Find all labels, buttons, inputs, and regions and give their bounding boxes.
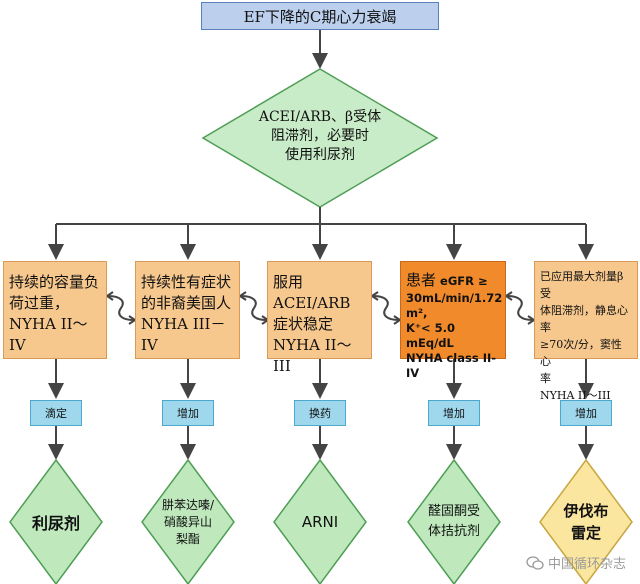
condition-5-line-2: 体阻滞剂，静息心率 [540, 304, 628, 334]
connector-1-2 [105, 291, 137, 325]
decision-line-2: 阻滞剂，必要时 [271, 128, 369, 144]
result-3-text: ARNI [278, 500, 362, 544]
action-box-1: 滴定 [30, 400, 82, 426]
condition-3-line-3: NYHA II～III [273, 336, 352, 375]
action-5-label: 增加 [575, 407, 597, 420]
condition-5-line-5: NYHA II～III [540, 389, 611, 402]
title-box: EF下降的C期心力衰竭 [201, 2, 439, 30]
action-4-label: 增加 [443, 407, 465, 420]
result-4-line-2: 体拮抗剂 [427, 524, 480, 539]
action-box-2: 增加 [162, 400, 214, 426]
action-2-label: 增加 [177, 407, 199, 420]
action-box-4: 增加 [428, 400, 480, 426]
condition-box-4: 患者 eGFR ≥ 30mL/min/1.72 m², K⁺< 5.0 mEq/… [400, 261, 506, 380]
condition-2-line-2: 的非裔美国人 [141, 294, 232, 312]
result-1-text: 利尿剂 [14, 500, 98, 544]
condition-3-line-2: 症状稳定 [273, 315, 334, 333]
result-2-text: 肼苯达嗪/ 硝酸异山 梨酯 [146, 492, 230, 552]
condition-box-3: 服用ACEI/ARB 症状稳定 NYHA II～III [267, 261, 372, 375]
condition-4-prefix: 患者 [406, 271, 437, 289]
result-3-line-1: ARNI [301, 513, 339, 531]
result-diamond-2 [141, 458, 235, 584]
condition-3-line-1: 服用ACEI/ARB [273, 273, 351, 312]
watermark-text: 中国循环杂志 [547, 557, 626, 572]
title-text: EF下降的C期心力衰竭 [243, 7, 397, 26]
condition-1-line-3: NYHA II～IV [9, 315, 88, 354]
result-diamond-4 [407, 458, 501, 584]
condition-1-line-1: 持续的容量负 [9, 273, 100, 291]
result-diamond-1 [9, 458, 103, 584]
condition-box-2: 持续性有症状 的非裔美国人 NYHA III－IV [135, 261, 240, 359]
result-1-line-1: 利尿剂 [31, 514, 80, 533]
condition-5-line-3: ≥70次/分，窦性心 [540, 338, 622, 368]
decision-line-1: ACEI/ARB、β受体 [258, 109, 382, 125]
condition-box-1: 持续的容量负 荷过重， NYHA II～IV [3, 261, 107, 359]
action-box-3: 换药 [294, 400, 346, 426]
result-4-text: 醛固酮受 体拮抗剂 [412, 498, 496, 546]
result-4-line-1: 醛固酮受 [427, 504, 480, 519]
action-1-label: 滴定 [45, 407, 67, 420]
connector-3-4 [370, 291, 402, 325]
condition-4-line-1: eGFR ≥ [440, 274, 488, 288]
condition-5-line-1: 已应用最大剂量β受 [540, 270, 624, 300]
result-diamond-3 [273, 458, 367, 584]
condition-4-line-2: 30mL/min/1.72 m², [406, 291, 503, 320]
condition-5-line-4: 率 [540, 372, 551, 385]
result-diamond-5 [539, 458, 633, 584]
decision-text: ACEI/ARB、β受体 阻滞剂，必要时 使用利尿剂 [238, 108, 402, 165]
wechat-icon [526, 555, 544, 570]
result-2-line-2: 硝酸异山 [163, 514, 212, 529]
result-5-text: 伊伐布 雷定 [544, 498, 628, 546]
condition-box-5: 已应用最大剂量β受 体阻滞剂，静息心率 ≥70次/分，窦性心 率 NYHA II… [534, 261, 638, 402]
result-5-line-1: 伊伐布 [563, 502, 609, 520]
condition-1-line-2: 荷过重， [9, 294, 70, 312]
result-2-line-1: 肼苯达嗪/ [161, 497, 215, 512]
result-5-line-2: 雷定 [570, 524, 601, 542]
action-box-5: 增加 [560, 400, 612, 426]
condition-2-line-1: 持续性有症状 [141, 273, 232, 291]
condition-4-line-4: NYHA class II-IV [406, 351, 497, 380]
decision-line-3: 使用利尿剂 [285, 147, 355, 163]
watermark: 中国循环杂志 [526, 553, 626, 572]
result-2-line-3: 梨酯 [175, 531, 200, 546]
condition-2-line-3: NYHA III－IV [141, 315, 226, 354]
connector-4-5 [504, 291, 536, 325]
connector-2-3 [238, 291, 270, 325]
action-3-label: 换药 [309, 407, 331, 420]
condition-4-line-3: K⁺< 5.0 mEq/dL [406, 321, 455, 350]
